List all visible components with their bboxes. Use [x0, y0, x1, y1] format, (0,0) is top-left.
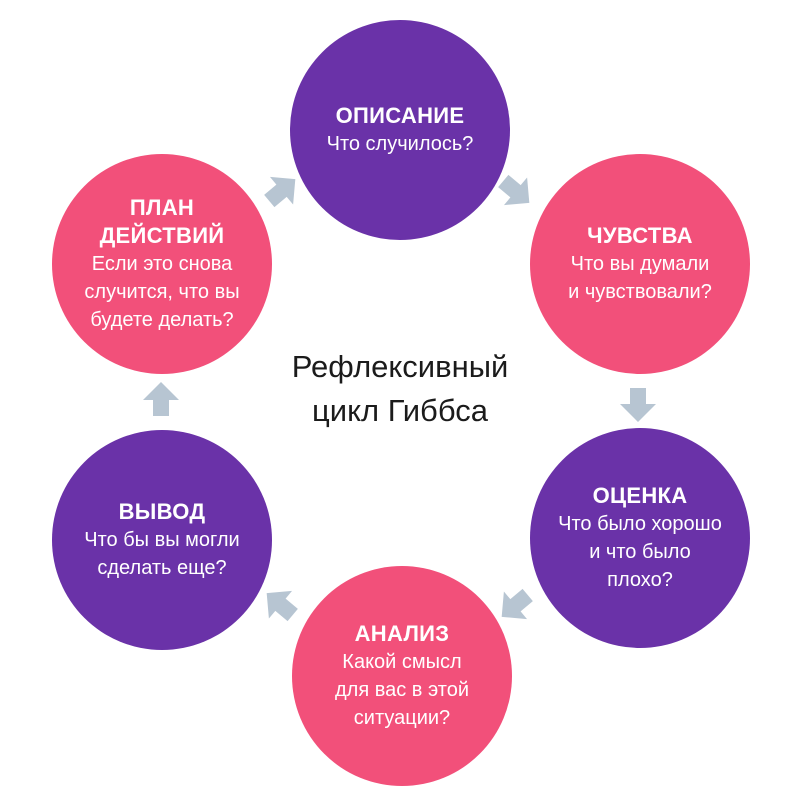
node-action-plan-text-line-1: Если это снова	[91, 253, 233, 275]
arrow-description-to-feelings	[498, 174, 530, 206]
node-feelings-title: ЧУВСТВА	[587, 223, 693, 248]
node-evaluation: ОЦЕНКА Что было хорошо и что было плохо?	[530, 428, 750, 648]
node-action-plan-text-line-2: случится, что вы	[84, 281, 240, 303]
node-analysis-text-line-2: для вас в этой	[335, 679, 469, 701]
node-conclusion-title: ВЫВОД	[118, 499, 206, 524]
node-description: ОПИСАНИЕ Что случилось?	[290, 20, 510, 240]
node-description-text: Что случилось?	[326, 133, 474, 155]
node-action-plan-title-line-2: ДЕЙСТВИЙ	[99, 223, 225, 248]
diagram-title: Рефлексивный цикл Гиббса	[250, 345, 550, 433]
node-analysis-text-line-3: ситуации?	[353, 707, 451, 729]
node-action-plan-title-line-1: ПЛАН	[129, 195, 195, 220]
arrow-feelings-to-evaluation	[620, 388, 656, 422]
node-conclusion: ВЫВОД Что бы вы могли сделать еще?	[52, 430, 272, 650]
node-evaluation-title: ОЦЕНКА	[592, 483, 688, 508]
node-evaluation-text-line-2: и что было	[589, 541, 691, 563]
node-evaluation-text-line-1: Что было хорошо	[558, 513, 722, 535]
node-feelings-text-line-2: и чувствовали?	[568, 281, 712, 303]
node-action-plan-text-line-3: будете делать?	[90, 309, 234, 331]
arrow-evaluation-to-analysis	[501, 588, 533, 620]
arrow-conclusion-to-action-plan	[143, 382, 179, 416]
node-feelings: ЧУВСТВА Что вы думали и чувствовали?	[530, 154, 750, 374]
node-analysis-text-line-1: Какой смысл	[342, 651, 462, 673]
node-analysis-title: АНАЛИЗ	[354, 621, 450, 646]
node-description-title: ОПИСАНИЕ	[335, 103, 465, 128]
node-conclusion-text-line-1: Что бы вы могли	[84, 529, 240, 551]
node-action-plan: ПЛАН ДЕЙСТВИЙ Если это снова случится, ч…	[52, 154, 272, 374]
diagram-title-line-2: цикл Гиббса	[312, 393, 488, 428]
diagram-title-line-1: Рефлексивный	[291, 349, 509, 384]
arrow-action-plan-to-description	[264, 176, 296, 208]
node-evaluation-text-line-3: плохо?	[607, 569, 673, 591]
node-analysis: АНАЛИЗ Какой смысл для вас в этой ситуац…	[292, 566, 512, 786]
node-conclusion-text-line-2: сделать еще?	[97, 557, 227, 579]
node-feelings-text-line-1: Что вы думали	[570, 253, 710, 275]
arrow-analysis-to-conclusion	[266, 590, 298, 622]
